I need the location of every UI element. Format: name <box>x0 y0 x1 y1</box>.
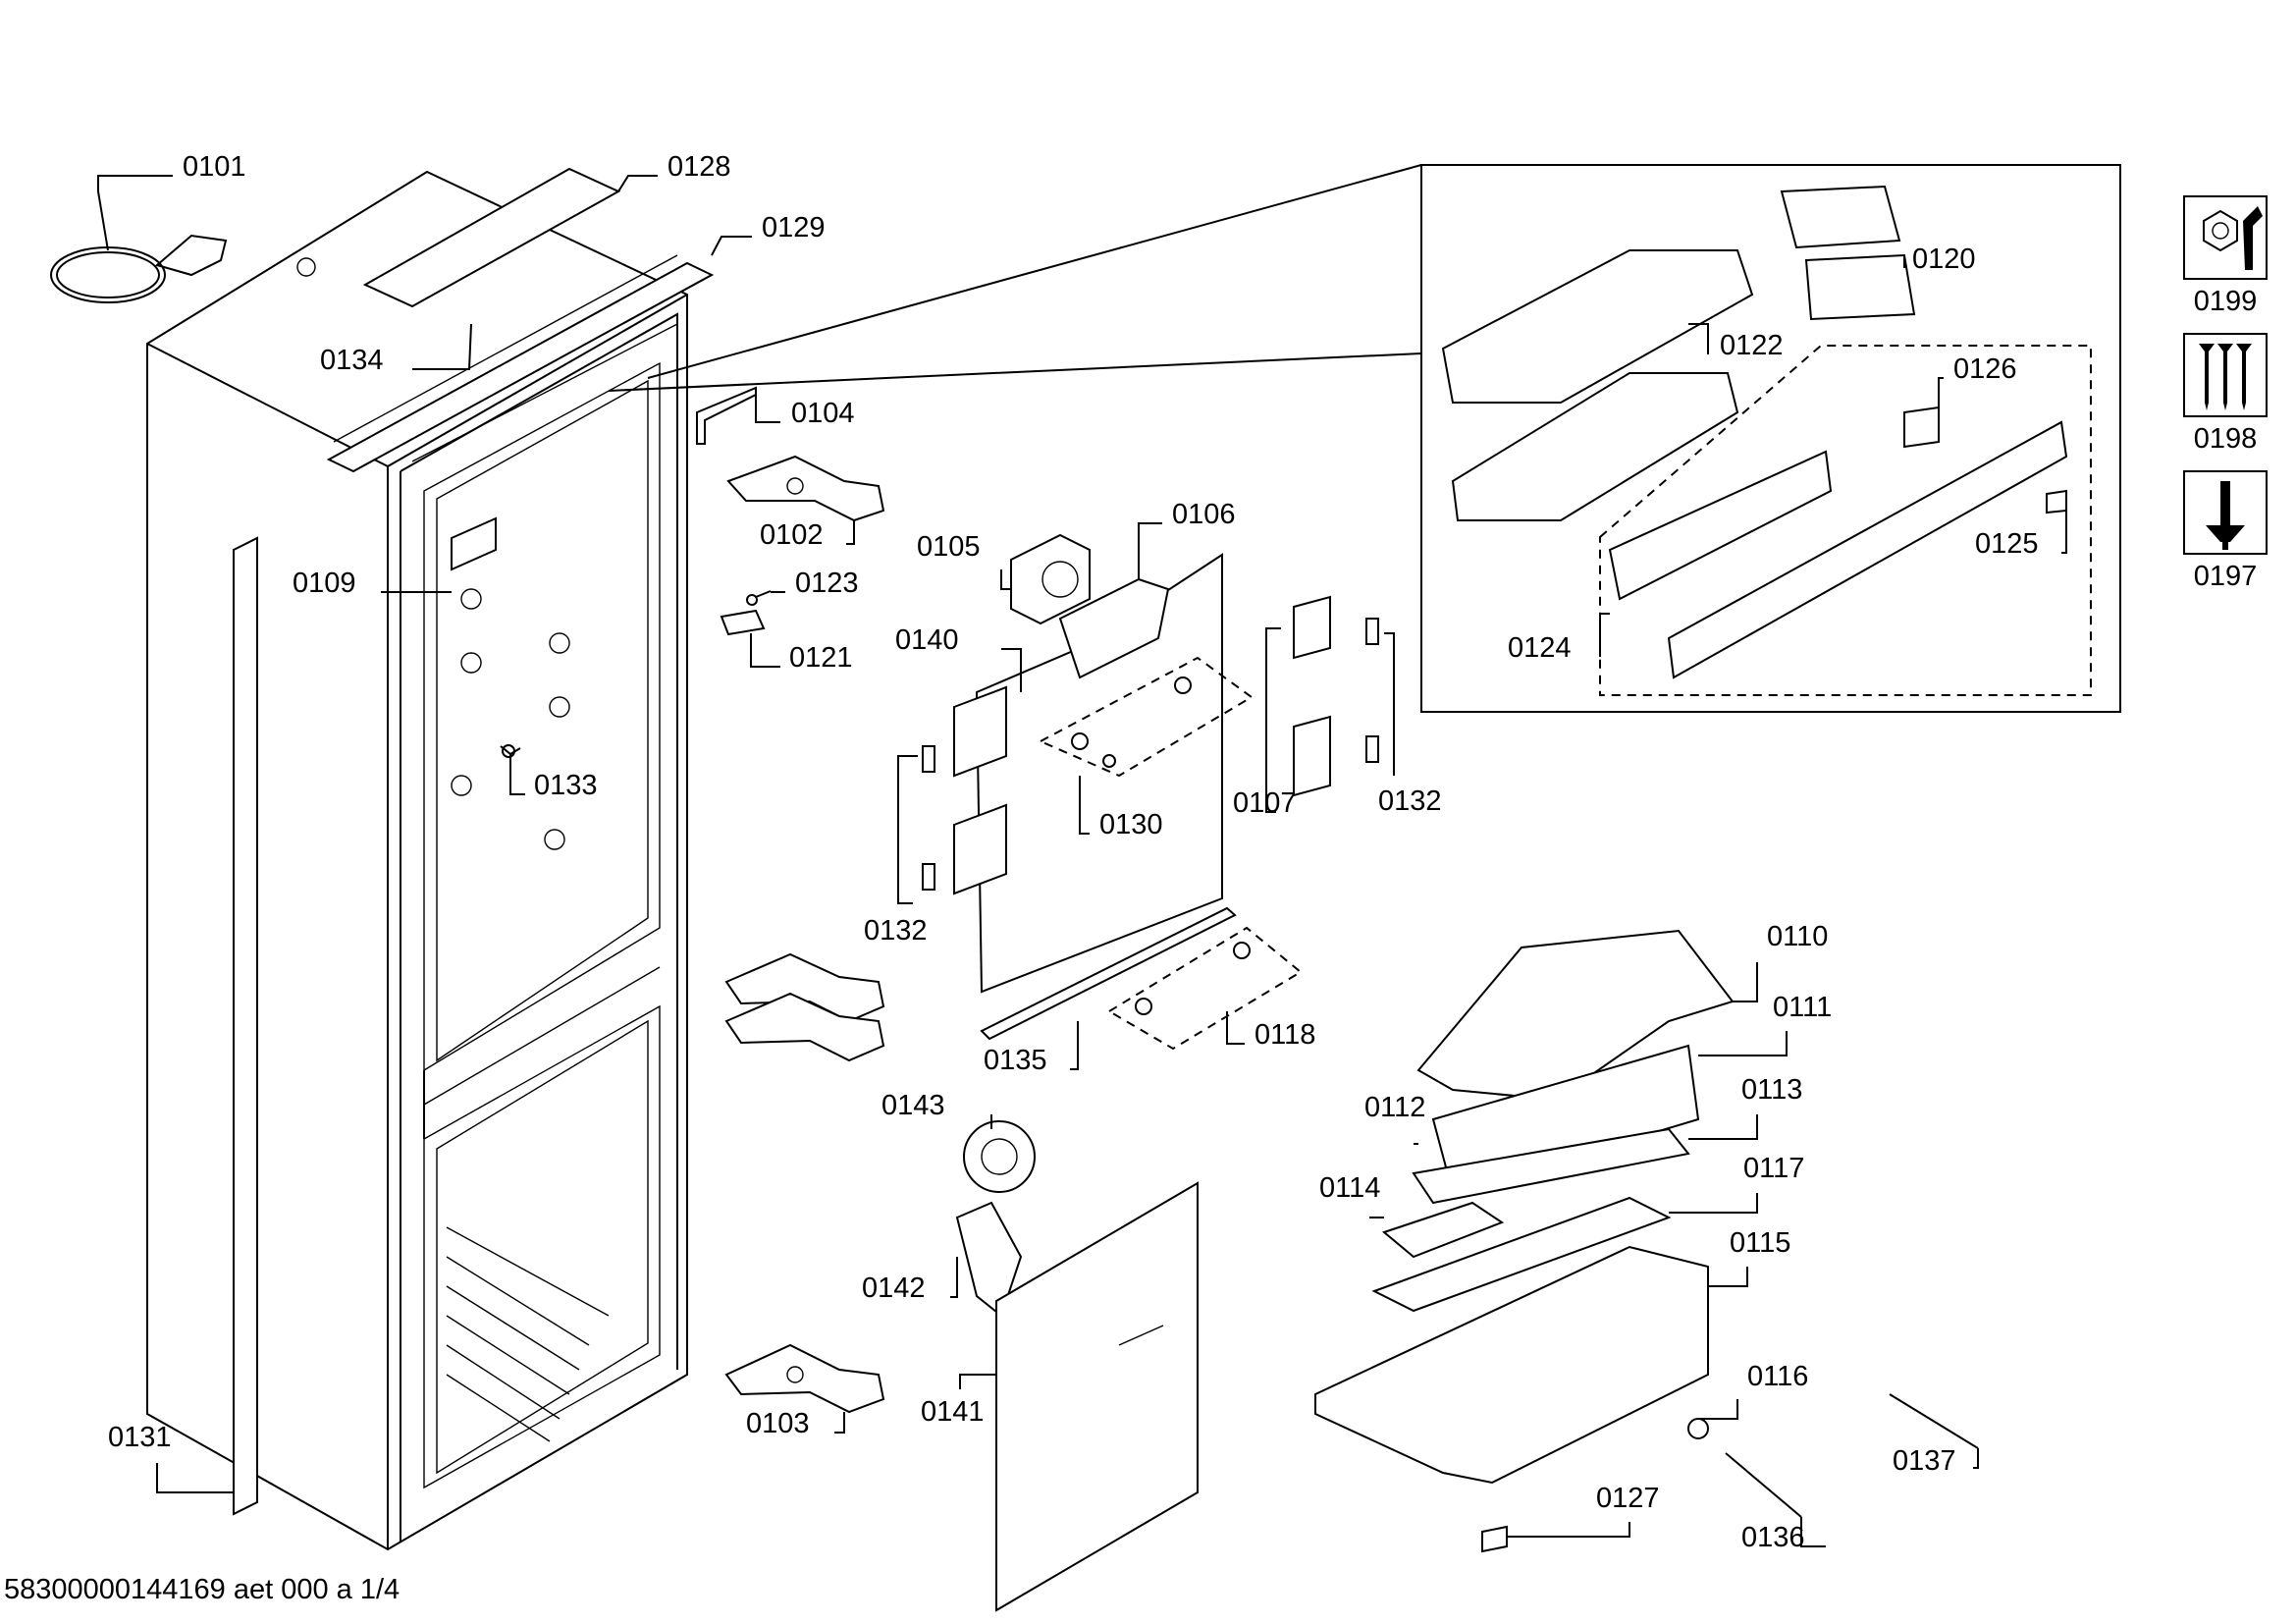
callout-0143: 0143 <box>881 1090 945 1121</box>
strip-0135 <box>980 906 1237 1041</box>
callout-0115: 0115 <box>1730 1227 1790 1259</box>
callout-0101: 0101 <box>183 151 246 183</box>
callout-0135: 0135 <box>984 1045 1047 1076</box>
legend-item-0199[interactable]: 0199 <box>2183 195 2268 317</box>
legend-label-0197: 0197 <box>2194 561 2258 592</box>
drain-0114 <box>1381 1201 1505 1259</box>
power-cable-0101 <box>50 190 228 303</box>
document-id: 58300000144169 aet 000 a 1/4 <box>4 1574 400 1605</box>
callout-0118: 0118 <box>1255 1019 1315 1051</box>
legend-item-0198[interactable]: 0198 <box>2183 333 2268 455</box>
light-cover-0121 <box>720 609 766 636</box>
callout-0127: 0127 <box>1596 1483 1660 1514</box>
rail-0124 <box>1667 420 2068 679</box>
callout-0120: 0120 <box>1912 244 1976 275</box>
door-seal-strip-0131 <box>233 536 258 1516</box>
clips-0132-left <box>922 745 935 891</box>
duct-0142 <box>955 1201 1023 1318</box>
tray-0115 <box>1314 1245 1709 1485</box>
housing-0122 <box>1441 249 1754 404</box>
callout-0123: 0123 <box>795 568 859 599</box>
back-panel-0140 <box>953 553 1223 994</box>
callout-labels: 0101 0128 0129 0134 0104 0102 0105 0106 0109 0123… <box>108 151 2039 1553</box>
callout-0110: 0110 <box>1767 921 1828 952</box>
bulb-0123 <box>746 590 772 606</box>
callout-0113: 0113 <box>1741 1074 1802 1106</box>
heater-0113 <box>1412 1127 1690 1205</box>
callout-0107: 0107 <box>1233 787 1297 819</box>
callout-0111: 0111 <box>1773 992 1832 1023</box>
callout-0132: 0132 <box>864 915 928 947</box>
callout-0124: 0124 <box>1508 632 1572 664</box>
screws-group-0118 <box>1107 926 1303 1051</box>
callout-0132: 0132 <box>1378 785 1442 817</box>
callout-0102: 0102 <box>760 519 824 551</box>
board-0120 <box>1804 253 1916 321</box>
callout-0130: 0130 <box>1099 809 1163 840</box>
cover-0110 <box>1416 929 1735 1102</box>
legend-label-0198: 0198 <box>2194 423 2258 455</box>
legend-item-0197[interactable]: 0197 <box>2183 470 2268 592</box>
callout-0137: 0137 <box>1893 1445 1956 1477</box>
fan-0143 <box>963 1120 1036 1193</box>
callout-0103: 0103 <box>746 1408 810 1439</box>
module-0120 <box>1780 185 1901 249</box>
bracket-0104 <box>696 386 757 445</box>
switch-0126 <box>1903 406 1940 449</box>
callout-0106: 0106 <box>1172 499 1236 530</box>
callout-0112: 0112 <box>1364 1092 1425 1123</box>
sensor-0137 <box>1889 1393 1979 1449</box>
callout-0104: 0104 <box>791 398 855 429</box>
callout-0134: 0134 <box>320 345 384 376</box>
legend: 0199 0198 0197 <box>2183 195 2268 592</box>
duct-0106 <box>1058 577 1170 679</box>
screwdriver-icon <box>2206 481 2245 550</box>
pads-0107 <box>1293 595 1331 797</box>
plug-0127 <box>1481 1525 1508 1553</box>
fan-motor-0105 <box>1010 533 1091 625</box>
callout-0129: 0129 <box>762 212 826 244</box>
detail-inset <box>608 164 2121 713</box>
hinge-0102 <box>726 455 885 522</box>
stud-0116 <box>1687 1418 1709 1439</box>
screws-icon <box>2199 344 2252 410</box>
callout-0125: 0125 <box>1975 528 2039 560</box>
sensor-0136 <box>1725 1452 1802 1518</box>
rail-0129 <box>326 261 715 473</box>
cap-0125 <box>2046 489 2067 514</box>
callout-0136: 0136 <box>1741 1522 1805 1553</box>
callout-0142: 0142 <box>862 1272 926 1304</box>
hinge-0103 <box>724 1343 885 1414</box>
clips-0132-right <box>1365 618 1379 763</box>
hinge-pair-middle <box>724 952 885 1062</box>
wrench-nut-icon <box>2203 206 2263 270</box>
cabinet-body <box>146 170 688 1551</box>
heater-element-0117 <box>1371 1196 1672 1313</box>
callout-0141: 0141 <box>921 1396 985 1428</box>
callout-0114: 0114 <box>1319 1172 1380 1204</box>
callout-0140: 0140 <box>895 624 959 656</box>
clip-0109 <box>451 516 497 571</box>
callout-0109: 0109 <box>293 568 356 599</box>
legend-label-0199: 0199 <box>2194 286 2258 317</box>
callout-0133: 0133 <box>534 770 598 801</box>
callout-0122: 0122 <box>1720 330 1784 361</box>
callout-0131: 0131 <box>108 1422 172 1453</box>
callout-0126: 0126 <box>1953 353 2017 385</box>
callout-0117: 0117 <box>1743 1153 1804 1184</box>
carrier-0124 <box>1608 450 1833 601</box>
back-panel-0141 <box>995 1181 1199 1612</box>
callout-0105: 0105 <box>917 531 981 563</box>
leader-lines <box>97 175 2067 1547</box>
callout-0128: 0128 <box>667 151 731 183</box>
callout-0116: 0116 <box>1747 1361 1808 1392</box>
board-0122 <box>1451 372 1739 521</box>
screws-group-0130 <box>1038 656 1254 778</box>
callout-0121: 0121 <box>789 642 853 674</box>
